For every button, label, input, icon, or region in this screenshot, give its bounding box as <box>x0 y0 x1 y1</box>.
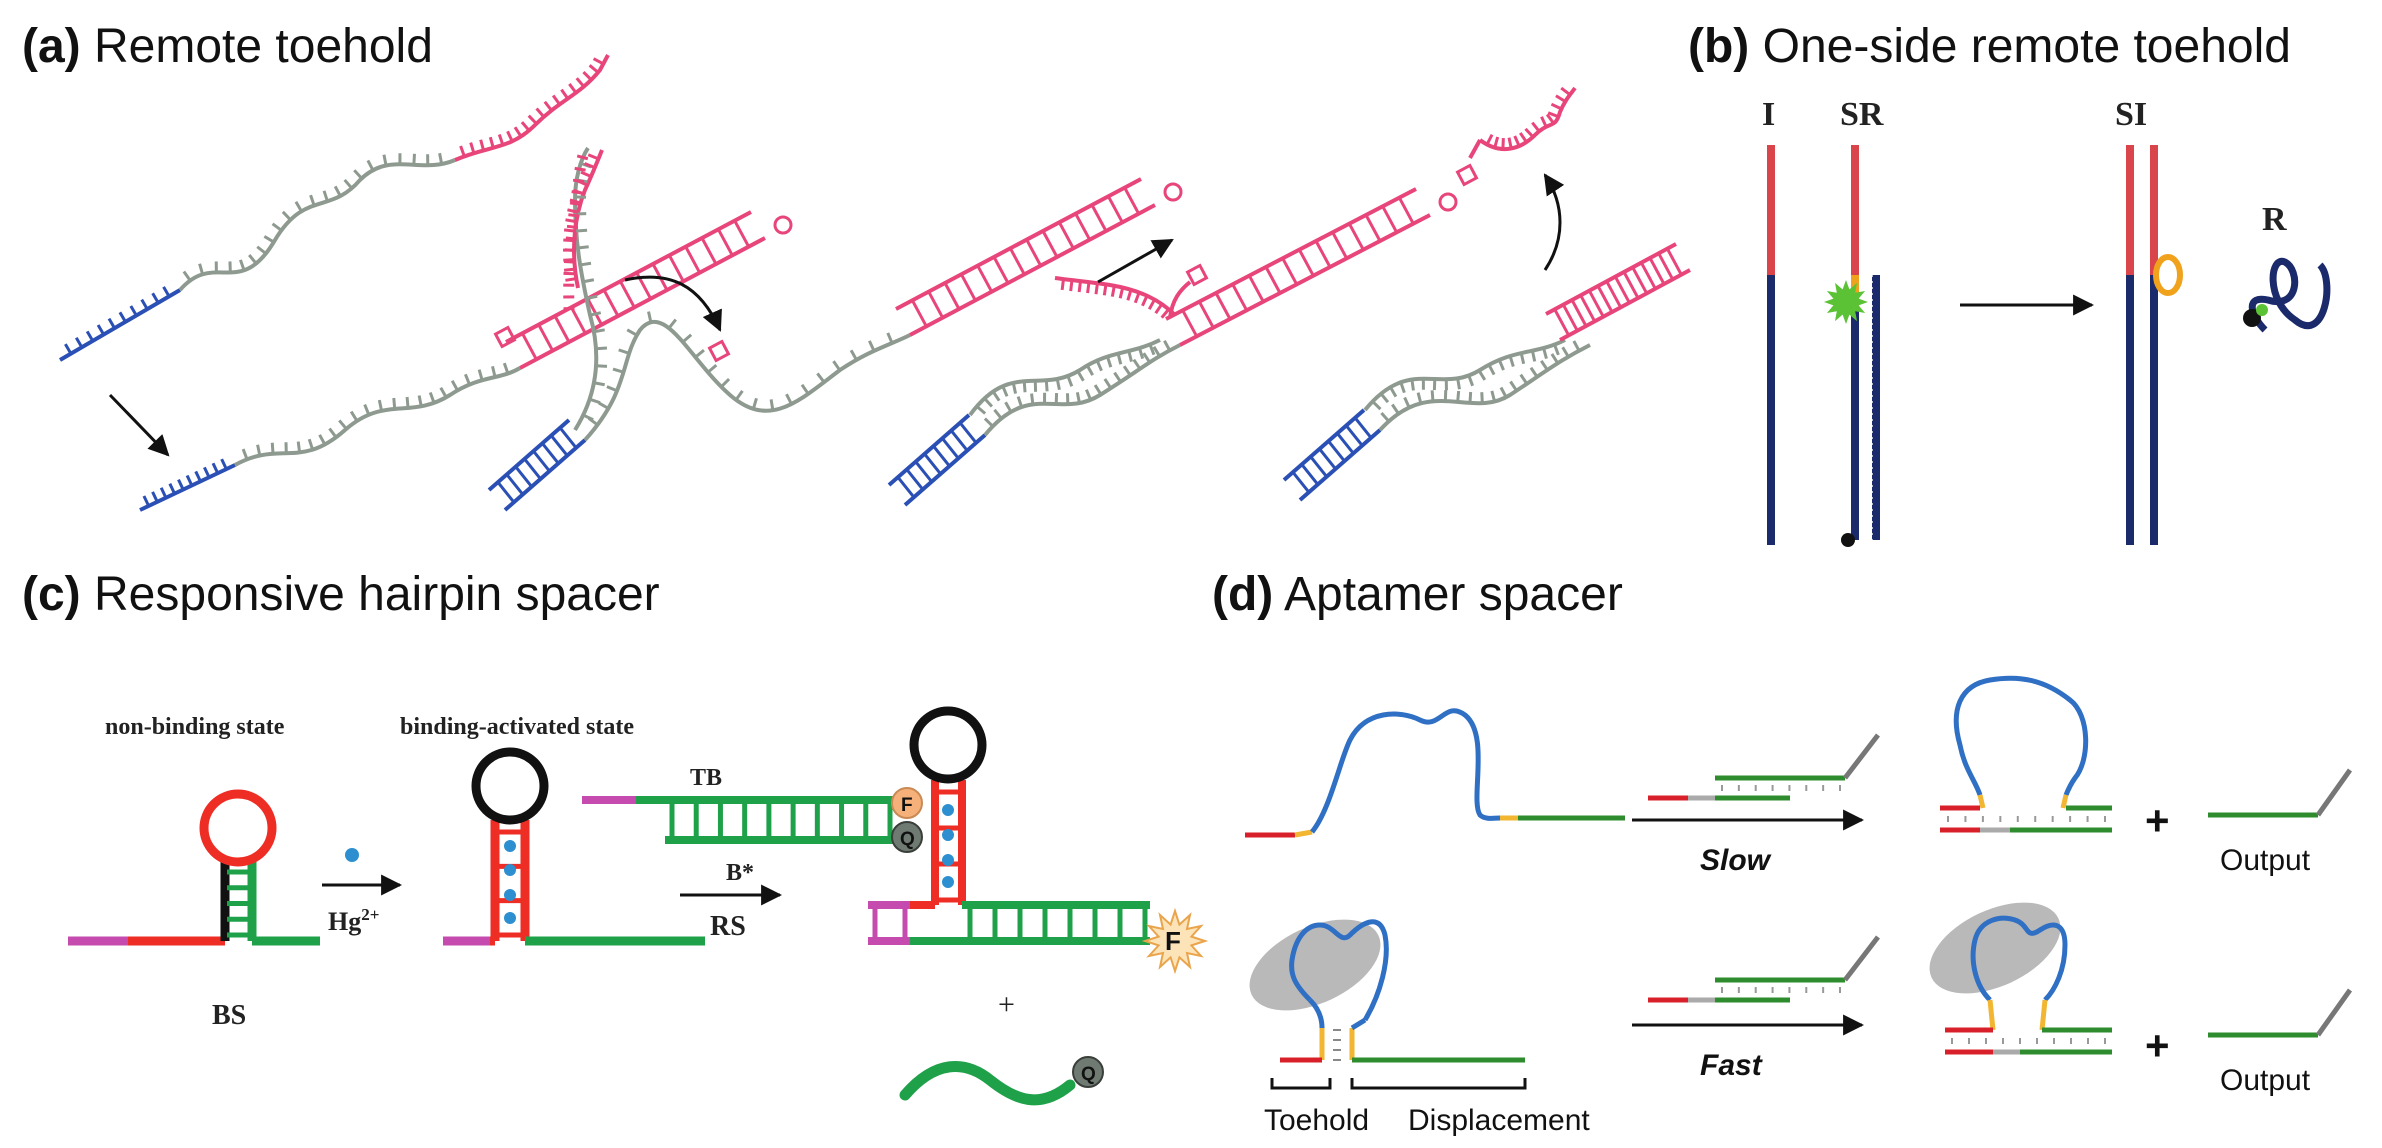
d-top-aptamer <box>1245 708 1625 838</box>
d-label-displacement: Displacement <box>1408 1104 1590 1137</box>
a-step1-substrate <box>139 210 793 512</box>
d-plus-bottom: + <box>2145 1022 2170 1069</box>
c-product-complex: F <box>868 706 1209 975</box>
c-label-bs: BS <box>212 1000 246 1031</box>
d-bottom-reporter-duplex <box>1648 935 1880 1003</box>
c-duplex-tb: TB F Q <box>582 765 923 853</box>
d-bottom-brackets <box>1270 1078 1527 1090</box>
a-arrow-3 <box>1097 238 1174 284</box>
b-strand-i <box>1767 145 1783 545</box>
c-mercury-ion <box>345 848 359 862</box>
panel-a-title: (a) Remote toehold <box>22 20 433 73</box>
a-step2-complex <box>487 146 1183 512</box>
panel-d-aptamer-spacer: Slow + Output <box>1245 675 2353 1137</box>
b-label-si: SI <box>2115 96 2147 133</box>
d-plus-top: + <box>2145 797 2170 844</box>
d-top-reporter-duplex <box>1648 733 1880 801</box>
d-label-toehold: Toehold <box>1264 1104 1369 1137</box>
c-label-tb: TB <box>690 765 722 791</box>
b-strand-sr <box>1824 145 1880 547</box>
b-label-sr: SR <box>1840 96 1884 133</box>
panel-c-title: (c) Responsive hairpin spacer <box>22 568 660 621</box>
c-label-binding-activated: binding-activated state <box>400 714 634 740</box>
panel-a-remote-toehold <box>58 54 1691 512</box>
a-step1-strand <box>58 54 610 362</box>
a-step4-complex <box>1282 86 1691 502</box>
d-bottom-product <box>1929 902 2112 1055</box>
b-label-r: R <box>2262 201 2287 238</box>
panel-c-responsive-hairpin: non-binding state binding-activated stat… <box>68 706 1209 1106</box>
c-hairpin-activated <box>443 747 705 946</box>
a-arrow-2 <box>624 275 722 332</box>
d-label-output-bottom: Output <box>2220 1064 2311 1097</box>
c-label-hg: Hg2+ <box>328 905 379 936</box>
c-label-rs: RS <box>710 911 746 942</box>
d-label-output-top: Output <box>2220 844 2311 877</box>
panel-d-title: (d) Aptamer spacer <box>1212 568 1623 621</box>
c-plus: + <box>998 988 1015 1021</box>
b-released-r <box>2243 257 2331 333</box>
d-output-top <box>2208 768 2353 818</box>
a-arrow-1 <box>108 393 170 457</box>
panel-b-one-side-remote-toehold: I SR SI R <box>1762 96 2331 547</box>
c-hairpin-bs <box>68 789 320 946</box>
c-released-quencher-strand: Q <box>899 1056 1104 1106</box>
c-fluor-label-active: F <box>1165 926 1181 956</box>
d-top-product <box>1940 675 2112 833</box>
c-label-b-star: B* <box>726 860 754 886</box>
c-quencher-label-released: Q <box>1081 1064 1096 1085</box>
d-label-fast: Fast <box>1700 1049 1764 1082</box>
c-fluor-label: F <box>901 795 913 816</box>
d-output-bottom <box>2208 988 2353 1038</box>
c-label-non-binding: non-binding state <box>105 714 285 740</box>
d-label-slow: Slow <box>1700 844 1772 877</box>
d-bottom-aptamer <box>1249 919 1525 1063</box>
b-duplex-si <box>2126 145 2183 545</box>
b-label-i: I <box>1762 96 1775 133</box>
a-arrow-4 <box>1543 173 1565 271</box>
a-step3-complex <box>887 187 1458 507</box>
panel-b-title: (b) One-side remote toehold <box>1688 20 2291 73</box>
c-quencher-label: Q <box>900 829 915 850</box>
